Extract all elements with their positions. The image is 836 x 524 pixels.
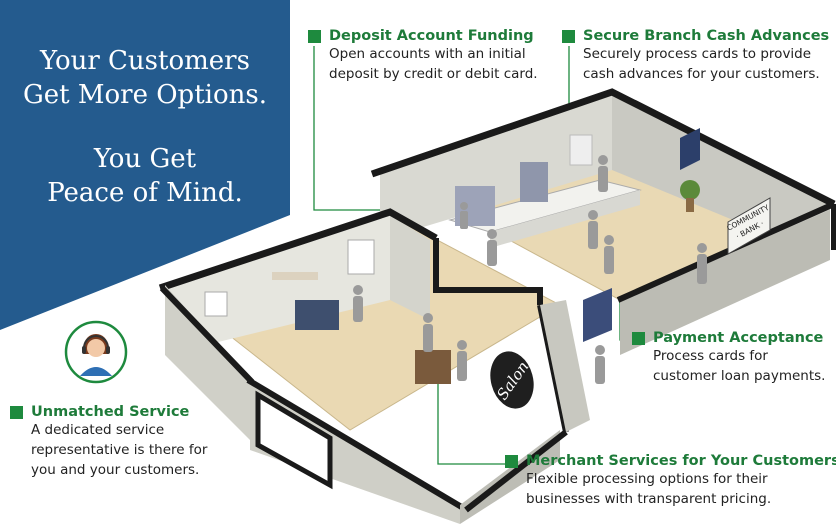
callout-title: Secure Branch Cash Advances (583, 28, 830, 44)
salon-sign: Salon (488, 349, 536, 411)
callout-title: Unmatched Service (31, 404, 190, 420)
callout-desc-line: deposit by credit or debit card. (329, 66, 538, 82)
callout-desc-line: customer loan payments. (653, 368, 826, 384)
callout-unmatched-service: Unmatched Service A dedicated service re… (10, 404, 207, 480)
green-square-bullet (505, 454, 518, 468)
headline-line-4: Peace of Mind. (47, 178, 243, 208)
callout-secure-branch-cash-advances: Secure Branch Cash Advances Securely pro… (562, 28, 829, 84)
green-square-bullet (308, 29, 321, 43)
callout-payment-acceptance: Payment Acceptance Process cards for cus… (632, 330, 825, 386)
green-square-bullet (562, 29, 575, 43)
callout-desc-line: Process cards for (653, 348, 768, 364)
callout-desc-line: Open accounts with an initial (329, 46, 526, 62)
customer-service-agent-icon (64, 320, 128, 384)
green-square-bullet (632, 331, 645, 345)
callout-deposit-account-funding: Deposit Account Funding Open accounts wi… (308, 28, 538, 84)
headline-line-1: Your Customers (40, 46, 250, 76)
headline-line-2: Get More Options. (23, 80, 267, 110)
callout-desc-line: cash advances for your customers. (583, 66, 820, 82)
callout-desc-line: A dedicated service (31, 422, 165, 438)
callout-desc-line: representative is there for (31, 442, 208, 458)
headline-banner (0, 0, 290, 330)
callout-desc-line: Securely process cards to provide (583, 46, 812, 62)
headline-line-3: You Get (93, 144, 197, 174)
people-figures (353, 155, 707, 384)
green-square-bullet (10, 405, 23, 419)
callout-title: Payment Acceptance (653, 330, 824, 346)
callout-desc-line: Flexible processing options for their (526, 471, 768, 487)
callout-merchant-services: Merchant Services for Your Customers Fle… (505, 453, 836, 509)
callout-title: Deposit Account Funding (329, 28, 534, 44)
callout-title: Merchant Services for Your Customers (526, 453, 836, 469)
callout-desc-line: businesses with transparent pricing. (526, 491, 772, 507)
callout-desc-line: you and your customers. (31, 462, 200, 478)
